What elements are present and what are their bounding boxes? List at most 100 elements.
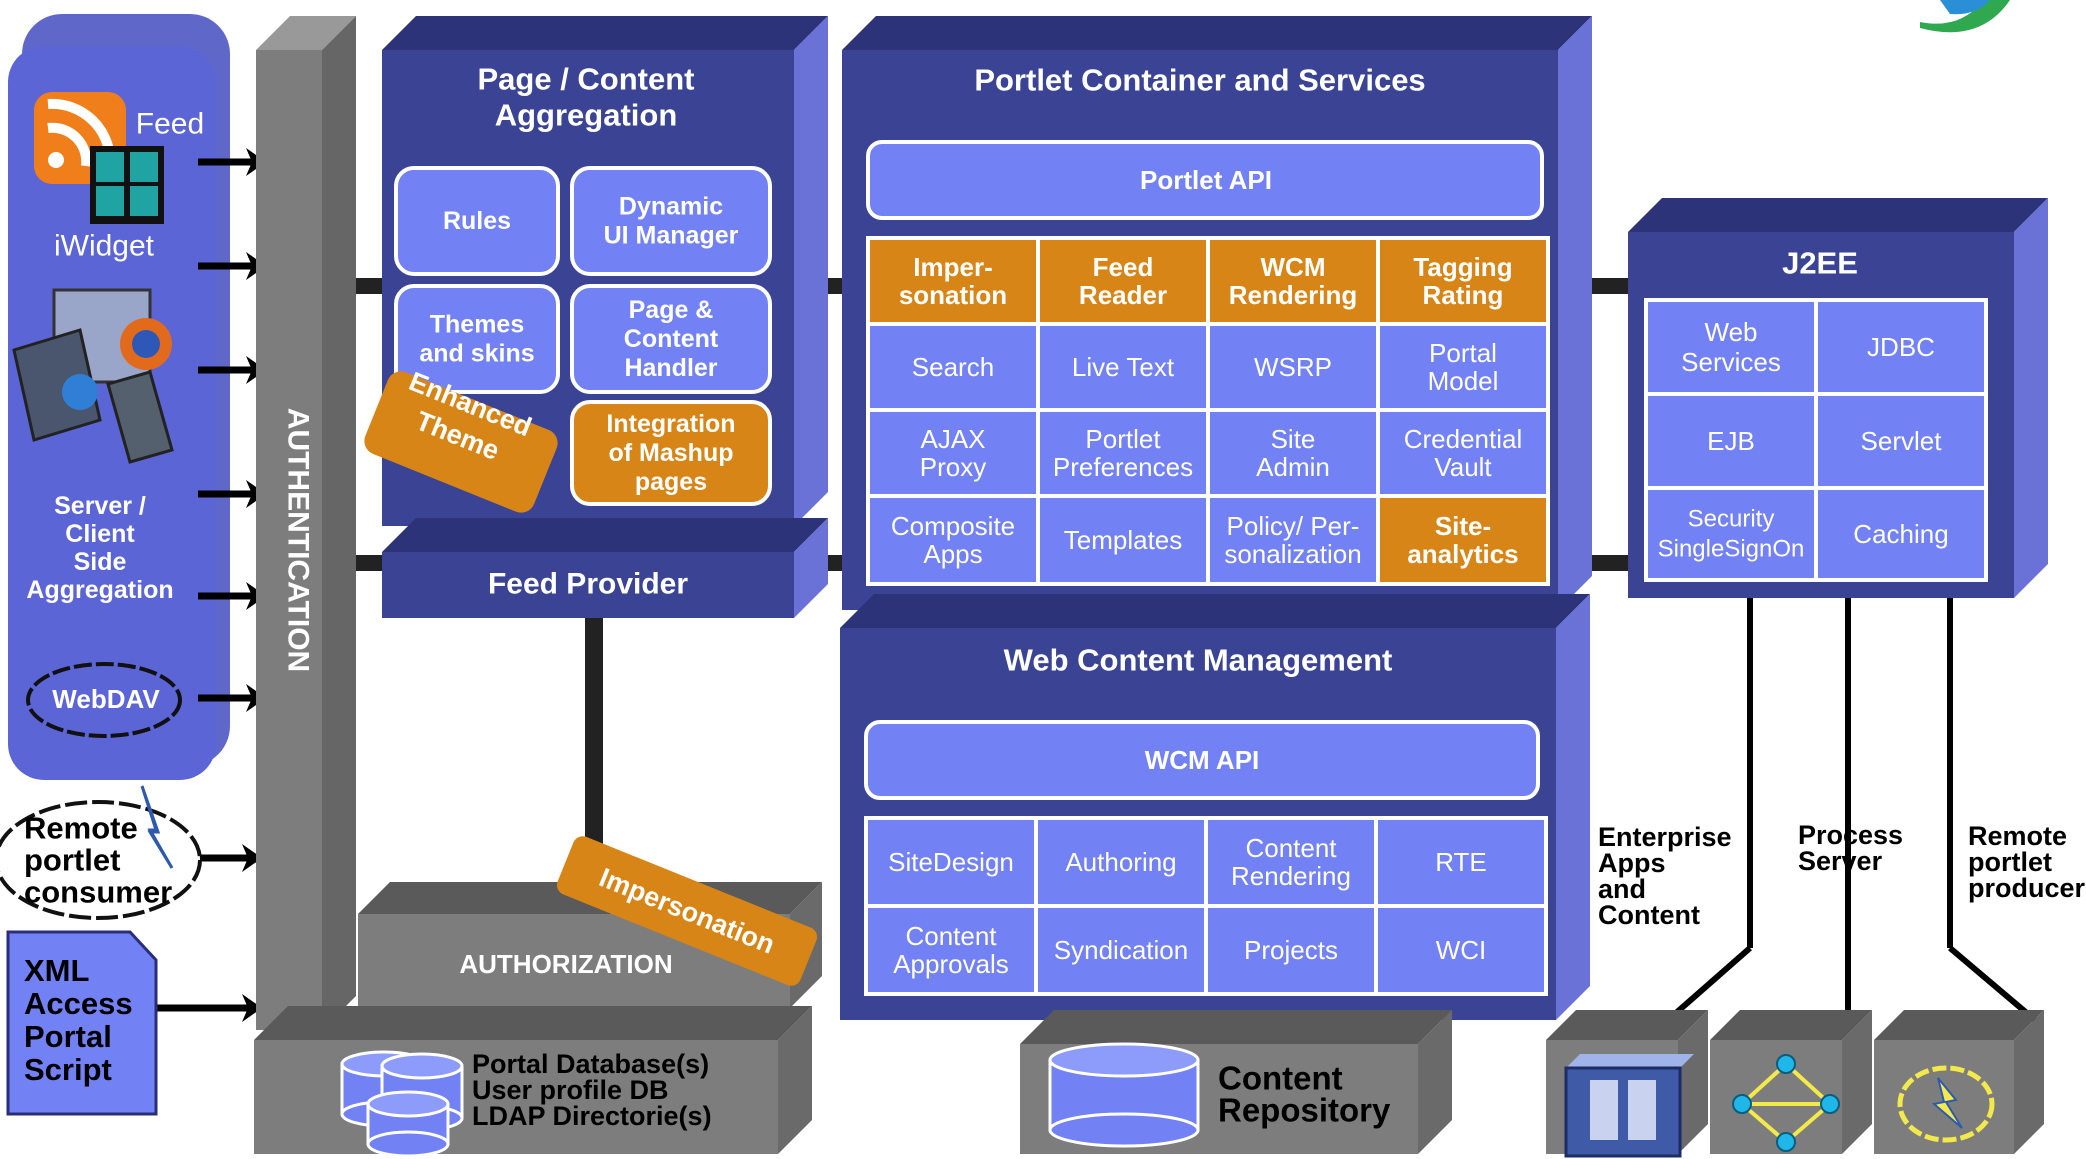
aggregation-box: [394, 284, 560, 394]
arrow-head: [242, 844, 262, 872]
lightning-icon: [140, 785, 174, 869]
connector-feed-authorization: [585, 618, 603, 880]
wcm-service-cell: [864, 816, 1038, 908]
portlet-service-label: Tagging: [1413, 252, 1512, 282]
feed-label: Feed: [136, 108, 204, 141]
connector-auth-aggregation: [350, 278, 390, 294]
portlet-service-label: Site: [1271, 424, 1316, 454]
portlet-service-label: AJAX: [920, 424, 985, 454]
backend-label: producer: [1968, 873, 2086, 903]
j2ee-service-label: Services: [1681, 347, 1781, 377]
browser-core: [132, 330, 160, 358]
aggregation-label: Server /: [54, 492, 146, 520]
wcm-title: Web Content Management: [1004, 643, 1393, 678]
rss-dot: [48, 152, 64, 168]
j2ee-service-cell: [1814, 392, 1988, 490]
flow-node: [1776, 1132, 1796, 1152]
portlet-service-cell: [1206, 322, 1380, 412]
process-flow-icon: [1732, 1054, 1840, 1152]
remote-consumer-label: Remote: [24, 811, 138, 846]
authorization-label: AUTHORIZATION: [459, 949, 672, 979]
portlet-service-label: Imper-: [913, 252, 992, 282]
feed-provider-label: Feed Provider: [488, 568, 688, 601]
devices-icon: [12, 288, 174, 464]
aggregation-box-label: Content: [624, 325, 719, 353]
feed-provider-top: [382, 518, 828, 552]
wcm-service-label: WCI: [1436, 935, 1487, 965]
portlet-service-label: Search: [912, 352, 994, 382]
feed-provider-front: [382, 552, 794, 618]
content-repository-label: Content: [1218, 1060, 1343, 1097]
xml-access-label: Access: [24, 986, 133, 1021]
portlet-service-label: analytics: [1407, 539, 1518, 569]
portlet-service-cell: [1376, 236, 1550, 326]
remote-consumer-label: consumer: [24, 875, 172, 910]
j2ee-service-label: SingleSignOn: [1658, 536, 1805, 563]
authentication-label: AUTHENTICATION: [282, 408, 315, 672]
auth-side: [322, 16, 356, 1030]
aggregation-box-label: of Mashup: [609, 439, 734, 467]
portlet-service-label: sonalization: [1224, 539, 1361, 569]
database-icon: [366, 1090, 450, 1158]
aggregation-box: [570, 284, 772, 394]
aggregation-box-label: pages: [635, 468, 707, 496]
xml-access-label: Portal: [24, 1019, 112, 1054]
repository-icon: [1048, 1042, 1200, 1148]
feed-provider-side: [794, 518, 828, 618]
portlet-service-label: Live Text: [1072, 352, 1175, 382]
backend-label: Server: [1798, 846, 1883, 876]
portlet-service-label: Proxy: [920, 452, 986, 482]
wcm-service-label: Content: [905, 921, 997, 951]
portlet-service-label: Portlet: [1085, 424, 1161, 454]
content-repo-top: [1020, 1010, 1452, 1044]
portal-db-top: [254, 1006, 812, 1040]
connector-enterprise-diagonal: [1666, 945, 1752, 1023]
authentication-bar: AUTHENTICATION: [256, 16, 356, 1030]
xml-access-label: Script: [24, 1052, 112, 1087]
server-drive: [1590, 1080, 1618, 1140]
cylinder-top: [380, 1052, 464, 1080]
content-repository-label: Repository: [1218, 1092, 1391, 1129]
iwidget-cell: [130, 186, 158, 216]
cylinder-top: [1048, 1042, 1200, 1078]
remote-consumer-label: portlet: [24, 843, 120, 878]
portlet-service-label: Rendering: [1229, 280, 1358, 310]
wcm-service-label: Projects: [1244, 935, 1338, 965]
portlet-service-label: Rating: [1423, 280, 1504, 310]
portal-db-label: Portal Database(s): [472, 1049, 709, 1079]
portlet-container-side: [1558, 16, 1592, 610]
rss-arc1: [47, 122, 92, 167]
cloud-shape: [26, 662, 182, 738]
wcm-service-cell: [1034, 816, 1208, 908]
portlet-service-cell: [1376, 322, 1550, 412]
portlet-service-cell: [1036, 236, 1210, 326]
portlet-service-label: Admin: [1256, 452, 1330, 482]
backend-systems: EnterpriseAppsandContentProcessServerRem…: [1546, 820, 2086, 1158]
j2ee-service-cell: [1644, 486, 1818, 582]
webdav-cloud-icon: [26, 662, 182, 738]
portlet-service-cell: [1036, 322, 1210, 412]
lightning-bolt: [1931, 1077, 1963, 1129]
wcm-api-bar: [864, 720, 1540, 800]
portlet-service-label: Policy/ Per-: [1227, 511, 1360, 541]
portal-db-label: User profile DB: [472, 1075, 669, 1105]
aggregation-box-label: Rules: [443, 207, 511, 235]
j2ee-service-label: Web: [1705, 317, 1758, 347]
aggregation-box-label: and skins: [419, 340, 534, 368]
aggregation-box-label: Integration: [606, 410, 735, 438]
connector-portlet-j2ee-lower: [1588, 555, 1628, 571]
server-icon: [1564, 1054, 1694, 1158]
server-body: [1564, 1066, 1682, 1158]
portlet-service-label: Feed: [1093, 252, 1154, 282]
aggregation-block: Page / ContentAggregationRulesDynamicUI …: [364, 16, 828, 526]
logo-arc-blue: [1940, 0, 1990, 15]
backend-label: Apps: [1598, 848, 1666, 878]
portlet-service-label: Portal: [1429, 338, 1497, 368]
connectors: [350, 278, 2037, 1023]
aggregation-box-label: UI Manager: [604, 222, 739, 250]
portal-db-side: [778, 1006, 812, 1154]
